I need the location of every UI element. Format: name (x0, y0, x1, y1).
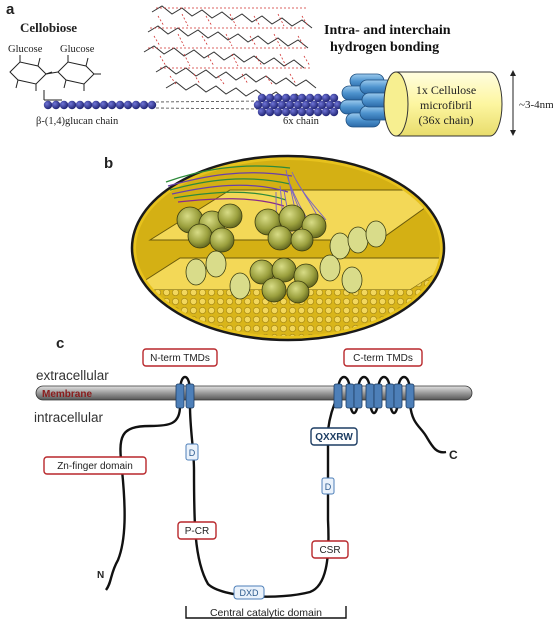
zn-finger-box: Zn-finger domain (43, 456, 147, 475)
qxxrw-label: QXXRW (315, 432, 353, 443)
microfibril-line2: microfibril (420, 98, 473, 112)
n-term-tmds-box: N-term TMDs (142, 348, 218, 367)
glucan-bead (123, 100, 133, 110)
csc-subunit (209, 227, 235, 253)
glucose-left-label: Glucose (8, 44, 43, 55)
tmd-helix (345, 383, 355, 409)
n-term-tmds-label: N-term TMDs (150, 353, 210, 364)
glucan-bead (131, 100, 141, 110)
p-cr-label: P-CR (185, 526, 209, 537)
dxd-box: DXD (233, 585, 265, 600)
d-upper-label: D (189, 448, 196, 458)
glucan-chain (43, 100, 157, 110)
csc-subunit (185, 258, 207, 286)
csr-label: CSR (319, 545, 340, 556)
glucan-bead (99, 100, 109, 110)
csc-subunit (267, 225, 293, 251)
microfibril-line3: (36x chain) (419, 113, 474, 127)
zn-finger-label: Zn-finger domain (57, 461, 133, 472)
csr-box: CSR (311, 540, 349, 559)
tmd-helix (353, 383, 363, 409)
c-term-tmds-label: C-term TMDs (353, 353, 413, 364)
cellobiose-label: Cellobiose (20, 20, 77, 35)
glucan-bead (115, 100, 125, 110)
tmd-helix (185, 383, 195, 409)
glucan-bead (43, 100, 53, 110)
csc-subunit (187, 223, 213, 249)
csc-subunit (229, 272, 251, 300)
glucan-bead (147, 100, 157, 110)
hbond-title-line1: Intra- and interchain (324, 23, 451, 38)
p-cr-box: P-CR (177, 521, 217, 540)
tmd-helix (333, 383, 343, 409)
tmd-helix (405, 383, 415, 409)
tmd-helix (365, 383, 375, 409)
csc-subunit (290, 228, 314, 252)
csc-subunit (347, 226, 369, 254)
tmd-helix (393, 383, 403, 409)
csc-subunit (341, 266, 363, 294)
glucan-bead (59, 100, 69, 110)
panel-c-letter: c (56, 335, 64, 352)
microfibril-line1: 1x Cellulose (416, 83, 476, 97)
intracellular-label: intracellular (34, 410, 104, 425)
csc-illustration (130, 154, 446, 342)
membrane-label: Membrane (42, 389, 92, 400)
six-chain-label: 6x chain (283, 116, 320, 127)
glucan-bead (75, 100, 85, 110)
c-terminus-label: C (449, 448, 458, 462)
csc-subunit (365, 220, 387, 248)
glucan-bead (83, 100, 93, 110)
diameter-label: ~3-4nm (519, 99, 553, 111)
catalytic-bracket (185, 606, 347, 619)
panel-a-letter: a (6, 1, 15, 18)
panel-b-letter: b (104, 155, 113, 172)
glucan-chain-label: β-(1,4)glucan chain (36, 116, 119, 127)
c-term-tmds-box: C-term TMDs (343, 348, 423, 367)
tmd-helix (385, 383, 395, 409)
d-upper-box: D (185, 443, 199, 461)
d-right-box: D (321, 477, 335, 495)
glucan-sheets (143, 5, 317, 103)
cellobiose-structure (9, 55, 101, 101)
tmd-helix (175, 383, 185, 409)
diameter-arrow (510, 70, 516, 136)
cellulose-microfibril (383, 71, 503, 137)
csc-subunit (319, 254, 341, 282)
hbond-title-line2: hydrogen bonding (330, 40, 439, 55)
membrane-bar (35, 385, 473, 401)
chain-connector (155, 100, 263, 110)
qxxrw-box: QXXRW (310, 427, 358, 446)
tmd-helix (373, 383, 383, 409)
csc-subunit (217, 203, 243, 229)
central-catalytic-label: Central catalytic domain (210, 607, 322, 619)
extracellular-label: extracellular (36, 368, 109, 383)
csc-subunit (205, 250, 227, 278)
tm-domains (175, 383, 415, 409)
n-terminus-label: N (97, 570, 104, 581)
polypeptide-chain (105, 375, 447, 598)
d-right-label: D (325, 482, 332, 492)
glucan-bead (139, 100, 149, 110)
glucan-bead (91, 100, 101, 110)
csc-subunit (329, 232, 351, 260)
glucose-right-label: Glucose (60, 44, 95, 55)
csc-subunit (286, 280, 310, 304)
six-chain-bundle (253, 93, 343, 117)
glucan-bead (51, 100, 61, 110)
csc-subunit (261, 277, 287, 303)
dxd-label: DXD (239, 588, 259, 598)
glucan-bead (67, 100, 77, 110)
glucan-bead (107, 100, 117, 110)
